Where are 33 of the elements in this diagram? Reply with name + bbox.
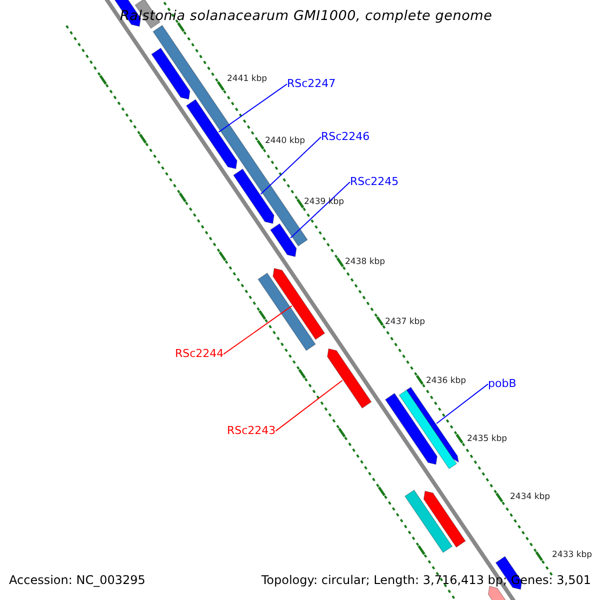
gene-label: RSc2243 <box>227 425 276 438</box>
gene-label: RSc2245 <box>350 176 399 188</box>
scale-label: 2434 kbp <box>510 493 550 502</box>
leader-line <box>260 136 322 195</box>
scale-label: 2436 kbp <box>426 377 466 386</box>
gene-feature <box>384 392 438 465</box>
leader-line <box>290 182 350 239</box>
leader-line <box>275 380 343 432</box>
scale-label: 2441 kbp <box>227 75 268 84</box>
scale-label: 2439 kbp <box>304 198 344 208</box>
gene-label: RSc2246 <box>321 131 370 144</box>
gene-feature <box>186 98 238 170</box>
gene-label: RSc2247 <box>287 78 336 90</box>
scale-label: 2440 kbp <box>265 137 306 146</box>
gene-label: RSc2244 <box>175 348 224 360</box>
gene-feature <box>423 490 466 548</box>
gene-feature <box>258 272 316 352</box>
scale-label: 2433 kbp <box>552 551 592 560</box>
gene-label: pobB <box>488 378 516 390</box>
gene-feature <box>232 168 274 224</box>
scale-label: 2435 kbp <box>467 435 508 444</box>
gene-feature <box>151 48 190 100</box>
gene-feature <box>272 268 326 340</box>
accession-text: Accession: NC_003295 <box>9 574 146 588</box>
gene-feature <box>398 389 458 470</box>
scale-label: 2437 kbp <box>385 318 426 328</box>
gene-feature <box>406 386 460 464</box>
leader-line <box>218 84 288 133</box>
gene-feature <box>270 223 297 258</box>
gene-feature <box>404 490 453 554</box>
gene-feature <box>326 348 372 409</box>
leader-line <box>223 305 292 355</box>
scale-label: 2438 kbp <box>345 258 386 268</box>
